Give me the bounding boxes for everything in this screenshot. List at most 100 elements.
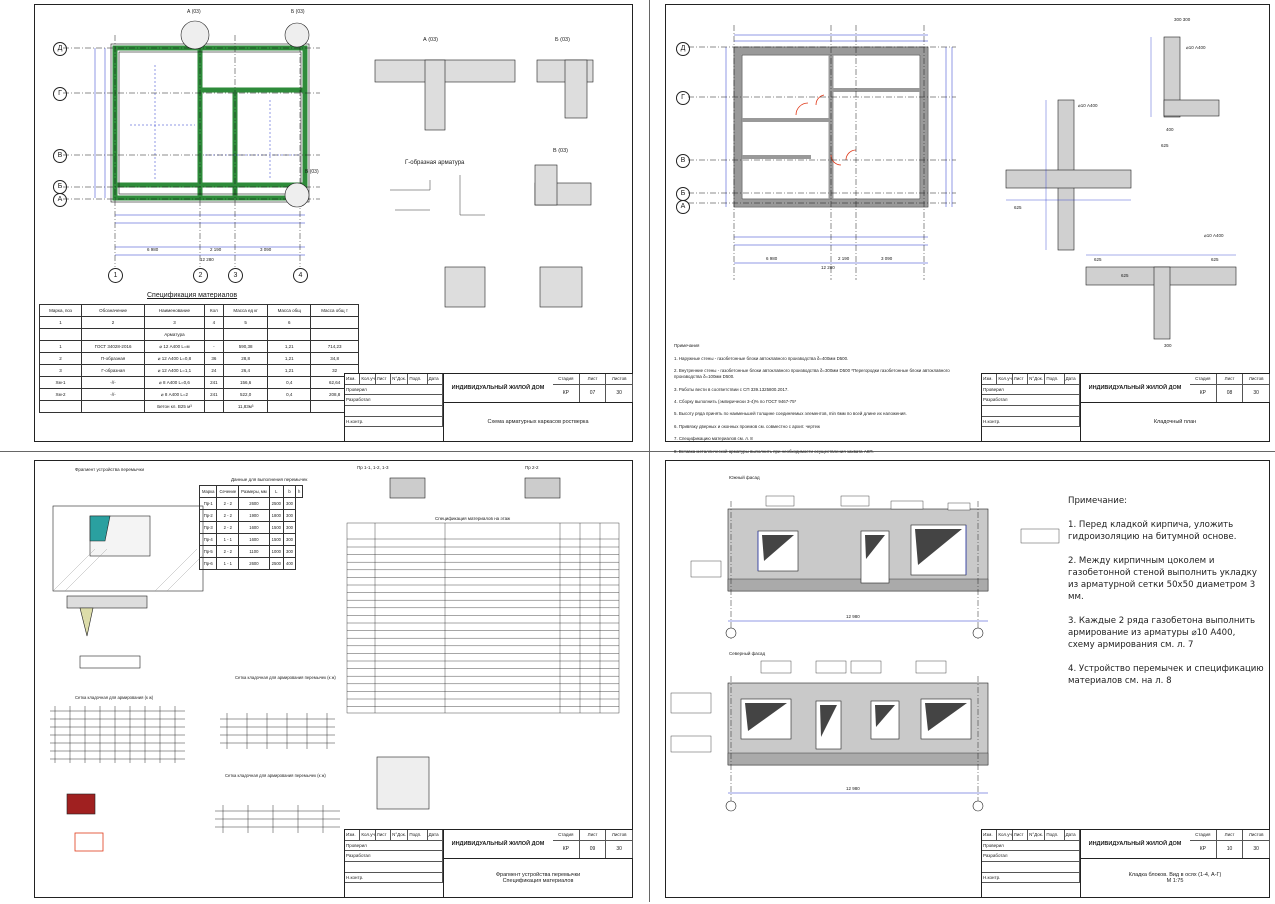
- sheet-10-facade-masonry: Южный фасад Северный фасад 12 980 12 980…: [665, 460, 1271, 898]
- lintel-header-cell: Сечение: [216, 485, 240, 498]
- spec-cell: 2: [80, 316, 146, 329]
- spec-cell: [80, 400, 146, 413]
- spec-cell: ⌀ 12 А400 L=м: [144, 340, 205, 353]
- dim-bottom-3: 3 090: [260, 247, 272, 252]
- lintel-cell: 1 - 1: [216, 557, 240, 570]
- lintel-cell: Пр-5: [198, 545, 218, 558]
- project-name: ИНДИВИДУАЛЬНЫЙ ЖИЛОЙ ДОМ: [1080, 830, 1190, 859]
- spec-header-cell: Масса ед кг: [222, 304, 269, 317]
- lintel-cell: 300: [283, 509, 296, 522]
- facade-north-dim: 12 980: [846, 786, 860, 791]
- spec-cell: [203, 400, 224, 413]
- lintel-cell: 1900: [238, 509, 270, 522]
- door-swings: [795, 94, 857, 166]
- section-label-2: Пр 2-2: [525, 465, 539, 470]
- project-name: ИНДИВИДУАЛЬНЫЙ ЖИЛОЙ ДОМ: [443, 374, 553, 403]
- spec-cell: 522,0: [222, 388, 269, 401]
- axis-label-G: Г: [676, 91, 690, 105]
- lintel-header-cell: Марка: [198, 485, 218, 498]
- detail-dim-1: 300 300: [1174, 17, 1191, 22]
- section-label-1: Пр 1-1, 1-2, 1-3: [357, 465, 389, 470]
- axis-number-2: 2: [193, 268, 208, 283]
- section-details: [374, 59, 594, 308]
- lintel-cell: Пр-2: [198, 509, 218, 522]
- spec-cell: -//-: [80, 388, 146, 401]
- grid-title-3: Сетка кладочная для армирования перемыче…: [225, 773, 326, 778]
- spec-header-cell: Наименование: [144, 304, 205, 317]
- detail-dim-8: 625: [1014, 205, 1022, 210]
- sheet-08-masonry-plan: Д Г В Б А 6 980 2 190 3 090 12 280 300 3…: [665, 4, 1271, 485]
- spec-cell: [222, 328, 269, 341]
- lintel-cell: Пр-3: [198, 521, 218, 534]
- spec-cell: 0,4: [267, 376, 312, 389]
- spec-cell: 11,83м³: [222, 400, 269, 413]
- axis-label-D: Д: [676, 42, 690, 56]
- sheet-number: 09: [580, 841, 607, 858]
- lintel-cell: 300: [283, 533, 296, 546]
- table1-title: Данные для выполнения перемычек: [231, 477, 308, 482]
- detail-dim-9: 625: [1094, 257, 1102, 262]
- lintel-cell: 2 - 2: [216, 545, 240, 558]
- spec-cell: 0,4: [267, 388, 312, 401]
- sheet-separator-horizontal: [0, 451, 1275, 452]
- masonry-plan-drawing: [688, 25, 1237, 340]
- spec-cell: 241: [203, 388, 224, 401]
- sheet-title: Кладка блоков. Вид в осях (1-4, А-Г) М 1…: [1128, 872, 1222, 884]
- dim-bottom-2: 2 190: [838, 256, 850, 261]
- notes-block: Примечание: 1. Перед кладкой кирпича, ул…: [1068, 496, 1264, 686]
- callout-boxes: [670, 495, 1060, 753]
- axis-number-3: 3: [228, 268, 243, 283]
- spec-cell: 5: [222, 316, 269, 329]
- section-title-b: Б (03): [555, 37, 570, 43]
- spec-cell: ГОСТ 34028-2016: [80, 340, 146, 353]
- lintel-cell: Пр-4: [198, 533, 218, 546]
- wall-junction-details: [1005, 36, 1237, 340]
- grid-title-2: Сетка кладочная для армирования перемыче…: [235, 675, 336, 680]
- table-row: Арматура: [39, 328, 359, 341]
- lintel-drawings: [50, 477, 620, 852]
- spec-table-grid: [346, 522, 620, 714]
- detail-dim-7: 625: [1161, 143, 1169, 148]
- spec-cell: 241: [203, 376, 224, 389]
- l-rebar-title: Г-образная арматура: [405, 160, 465, 166]
- sheet-title: Кладочный план: [1153, 419, 1197, 425]
- spec-cell: Арматура: [144, 328, 205, 341]
- lintel-cell: 300: [283, 521, 296, 534]
- spec-cell: Г-образная: [80, 364, 146, 377]
- lintel-cell: Пр-1: [198, 497, 218, 510]
- lintel-cell: 1600: [238, 521, 270, 534]
- lintel-cell: 2 - 2: [216, 509, 240, 522]
- detail-dim-6: 400: [1166, 127, 1174, 132]
- axis-label-D: Д: [53, 42, 67, 56]
- spec-title: Спецификация материалов на этаж: [435, 516, 511, 521]
- project-name: ИНДИВИДУАЛЬНЫЙ ЖИЛОЙ ДОМ: [443, 830, 553, 859]
- dim-bottom-2: 2 190: [210, 247, 222, 252]
- sheet-number: 10: [1217, 841, 1244, 858]
- detail-dim-10: 625: [1211, 257, 1219, 262]
- spec-cell: Хм-2: [39, 388, 82, 401]
- spec-cell: 1: [39, 316, 82, 329]
- axis-number-4: 4: [293, 268, 308, 283]
- sheet-09-lintel-details: (function(){ var g = document.querySelec…: [34, 460, 634, 898]
- spec-cell: 1,21: [267, 352, 312, 365]
- spec-cell: 34,8: [310, 352, 359, 365]
- axis-label-B: Б: [676, 187, 690, 201]
- spec-header-cell: Кол: [203, 304, 224, 317]
- facade-drawings: [670, 495, 1060, 812]
- dim-bottom-1: 6 980: [766, 256, 778, 261]
- lintel-cell: 1800: [268, 509, 285, 522]
- detail-dim-4: ⌀10 А400: [1204, 233, 1224, 238]
- lintel-cell: 2500: [268, 557, 285, 570]
- rebar-plan-drawing: [63, 20, 594, 308]
- spec-cell: ⌀ 8 А400 L=0,6: [144, 376, 205, 389]
- mesh-grid-3: [215, 805, 340, 833]
- lintel-header-cell: Размеры, мм: [238, 485, 270, 498]
- lintel-cell: 1500: [268, 521, 285, 534]
- spec-cell: [310, 328, 359, 341]
